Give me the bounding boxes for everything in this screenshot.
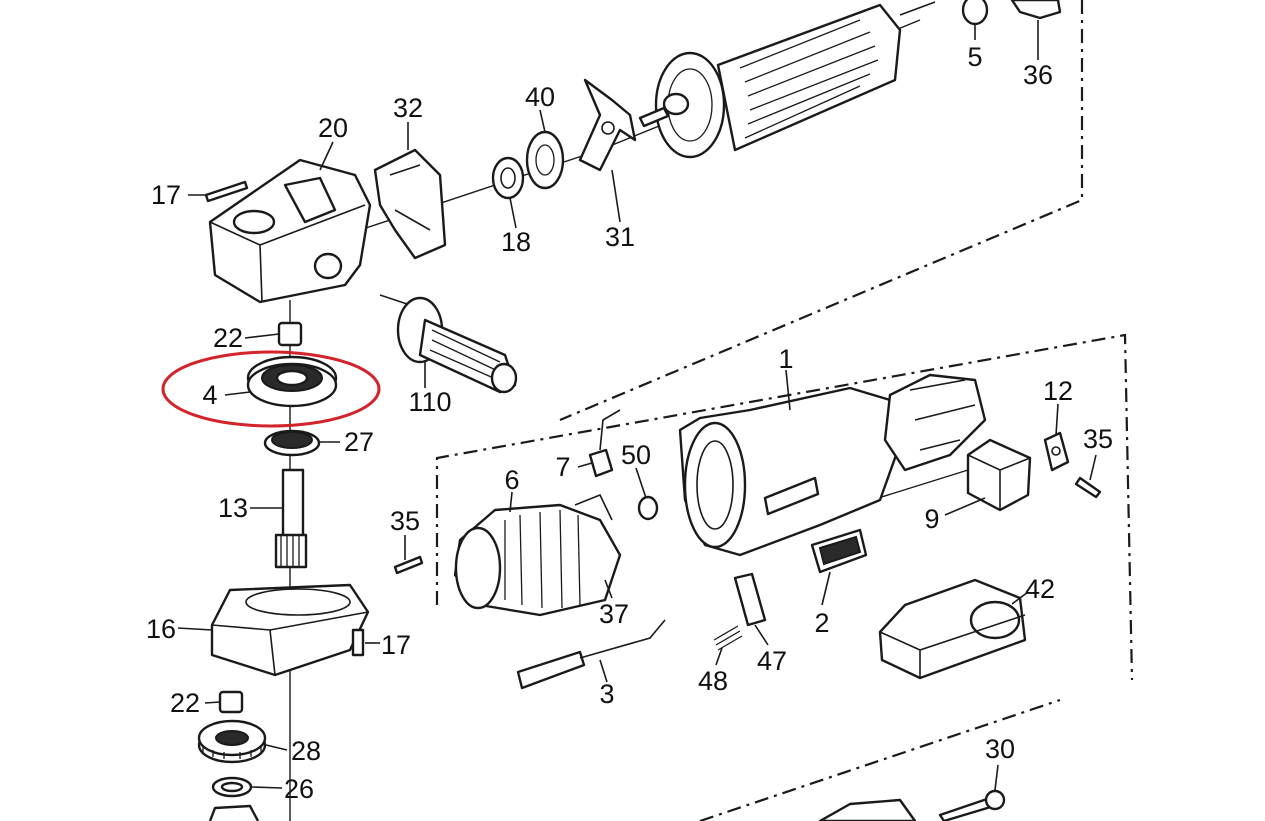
- callout-32: 32: [393, 93, 423, 123]
- tail-cover-42-part: [878, 578, 1027, 680]
- housing-dashed-boundary: [435, 333, 1134, 681]
- field-coil-6-part: [453, 493, 622, 617]
- armature-part: [638, 1, 936, 159]
- bearing-4-part: [246, 355, 338, 408]
- lower-dashed-boundary: [699, 698, 1061, 821]
- screw-17-bottom-part: [351, 628, 365, 657]
- spindle-13-part: [274, 468, 308, 569]
- callout-17-top: 17: [151, 180, 181, 210]
- callout-40: 40: [525, 82, 555, 112]
- callout-7: 7: [555, 452, 570, 482]
- needle-bearing-22-bottom-part: [218, 690, 244, 714]
- callout-35-right: 35: [1083, 424, 1113, 454]
- callout-6: 6: [504, 465, 519, 495]
- callout-22-top: 22: [213, 323, 243, 353]
- fan-36-part: [1010, 0, 1062, 20]
- callout-35-left: 35: [390, 506, 420, 536]
- callout-110: 110: [408, 387, 451, 417]
- washer-26-part: [211, 776, 253, 798]
- callout-9: 9: [924, 504, 939, 534]
- callout-48: 48: [698, 666, 728, 696]
- lower-housing-part: [818, 798, 917, 821]
- callout-47: 47: [757, 646, 787, 676]
- bearing-18-part: [491, 156, 525, 200]
- screw-30-part: [938, 789, 1006, 821]
- spring-48-part: [713, 625, 743, 651]
- callout-37: 37: [599, 599, 629, 629]
- callout-50: 50: [621, 440, 651, 470]
- callout-16: 16: [146, 614, 176, 644]
- plate-32-part: [373, 148, 447, 260]
- callout-26: 26: [284, 774, 314, 804]
- callout-13: 13: [218, 493, 248, 523]
- spring-50-part: [637, 495, 659, 521]
- callout-4: 4: [202, 380, 217, 410]
- switch-9-part: [966, 438, 1032, 512]
- callout-17-bottom: 17: [381, 630, 411, 660]
- gear-28-part: [197, 719, 267, 764]
- flange-part: [208, 804, 260, 821]
- bearing-40-part: [525, 130, 565, 190]
- bracket-12-part: [1043, 431, 1070, 472]
- side-handle-110-part: [379, 294, 518, 394]
- lever-47-part: [733, 572, 767, 627]
- gear-cover-16-part: [210, 583, 370, 677]
- callout-42: 42: [1025, 574, 1055, 604]
- bearing-5-part: [961, 0, 989, 26]
- callout-2: 2: [814, 608, 829, 638]
- brush-holder-7-part: [588, 409, 621, 478]
- callout-31: 31: [605, 222, 635, 252]
- callout-12: 12: [1043, 376, 1073, 406]
- callout-22-bottom: 22: [170, 688, 200, 718]
- callout-1: 1: [778, 344, 793, 374]
- gear-housing-20-part: [208, 158, 372, 304]
- callout-20: 20: [318, 113, 348, 143]
- callout-36: 36: [1023, 60, 1053, 90]
- baffle-31-part: [578, 78, 637, 172]
- callout-3: 3: [599, 679, 614, 709]
- callout-30: 30: [985, 734, 1015, 764]
- screw-17-top-part: [204, 180, 249, 203]
- motor-housing-1-part: [678, 373, 987, 557]
- callout-27: 27: [344, 427, 374, 457]
- screw-35-left-part: [393, 555, 424, 575]
- bearing-27-part: [263, 429, 321, 457]
- callout-28: 28: [291, 736, 321, 766]
- switch-button-2-part: [810, 528, 868, 574]
- leader-lines: [177, 20, 1097, 791]
- upper-dashed-boundary: [559, 0, 1084, 422]
- screw-35-right-part: [1074, 476, 1102, 499]
- cable-3-part: [516, 619, 666, 690]
- callout-5: 5: [967, 42, 982, 72]
- needle-bearing-22-top-part: [277, 321, 303, 347]
- callout-18: 18: [501, 227, 531, 257]
- highlight-circle-part-4: [161, 350, 381, 428]
